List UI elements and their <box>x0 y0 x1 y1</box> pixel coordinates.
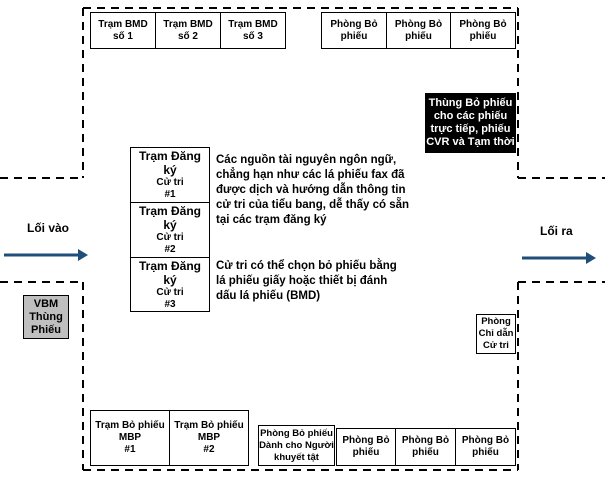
entrance-arrow <box>4 249 88 261</box>
exit-arrow <box>522 252 596 264</box>
entrance-label: Lối vào <box>27 221 70 235</box>
ballot-box-direct-cvr-provisional: Thùng Bỏ phiếu cho các phiếu trực tiếp, … <box>425 93 516 153</box>
exit-label: Lối ra <box>540 224 573 238</box>
language-resources-note: Các nguồn tài nguyên ngôn ngữ,chẳng hạn … <box>216 154 410 226</box>
